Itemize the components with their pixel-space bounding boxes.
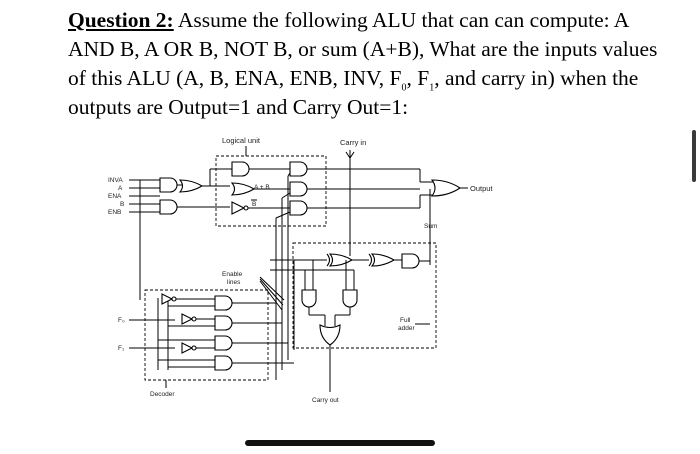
decoder-label: Decoder [150,391,175,398]
full-adder-box [292,242,437,349]
full-adder-label-2: adder [398,325,415,332]
enable-lines-label-2: lines [227,279,241,286]
f1-label: F₁ [118,345,125,352]
a-plus-b-label: A + B [254,184,270,191]
logical-unit-box [215,155,327,227]
input-wires [129,179,160,300]
carry-out-label: Carry out [312,397,339,404]
question-label: Question 2: [68,8,174,32]
logic-gates [209,161,420,216]
subscript-1: 1 [429,82,435,94]
inva-label: INVA [108,177,123,184]
question-body-1: Assume the following ALU that can can co… [68,8,658,90]
output-gate [419,169,468,265]
logical-unit-label: Logical unit [222,136,261,145]
a-label: A [118,185,123,192]
question-body-3: , and carry in) when the outputs are Out… [68,66,639,119]
output-label: Output [470,184,493,193]
decoder-box [144,289,269,381]
sum-label: Sum [424,223,437,230]
question-body-2: , F [406,66,430,90]
b-label: B [120,201,124,208]
subscript-0: 0 [401,82,407,94]
carry-in-label: Carry in [340,138,366,147]
scrollbar[interactable] [692,130,696,182]
home-indicator[interactable] [245,440,435,446]
full-adder-label-1: Full [400,317,411,324]
adder-gates [270,253,430,392]
question-text: Question 2: Assume the following ALU tha… [68,6,668,122]
enb-label: ENB [108,209,121,216]
b-bar-label: B [252,201,256,208]
ena-label: ENA [108,193,122,200]
enable-lines [259,172,295,380]
decoder-gates [129,293,294,371]
enable-lines-label-1: Enable [222,271,243,278]
carry-in-wire [345,150,355,256]
f0-label: F₀ [118,317,125,324]
input-gates [159,177,230,215]
